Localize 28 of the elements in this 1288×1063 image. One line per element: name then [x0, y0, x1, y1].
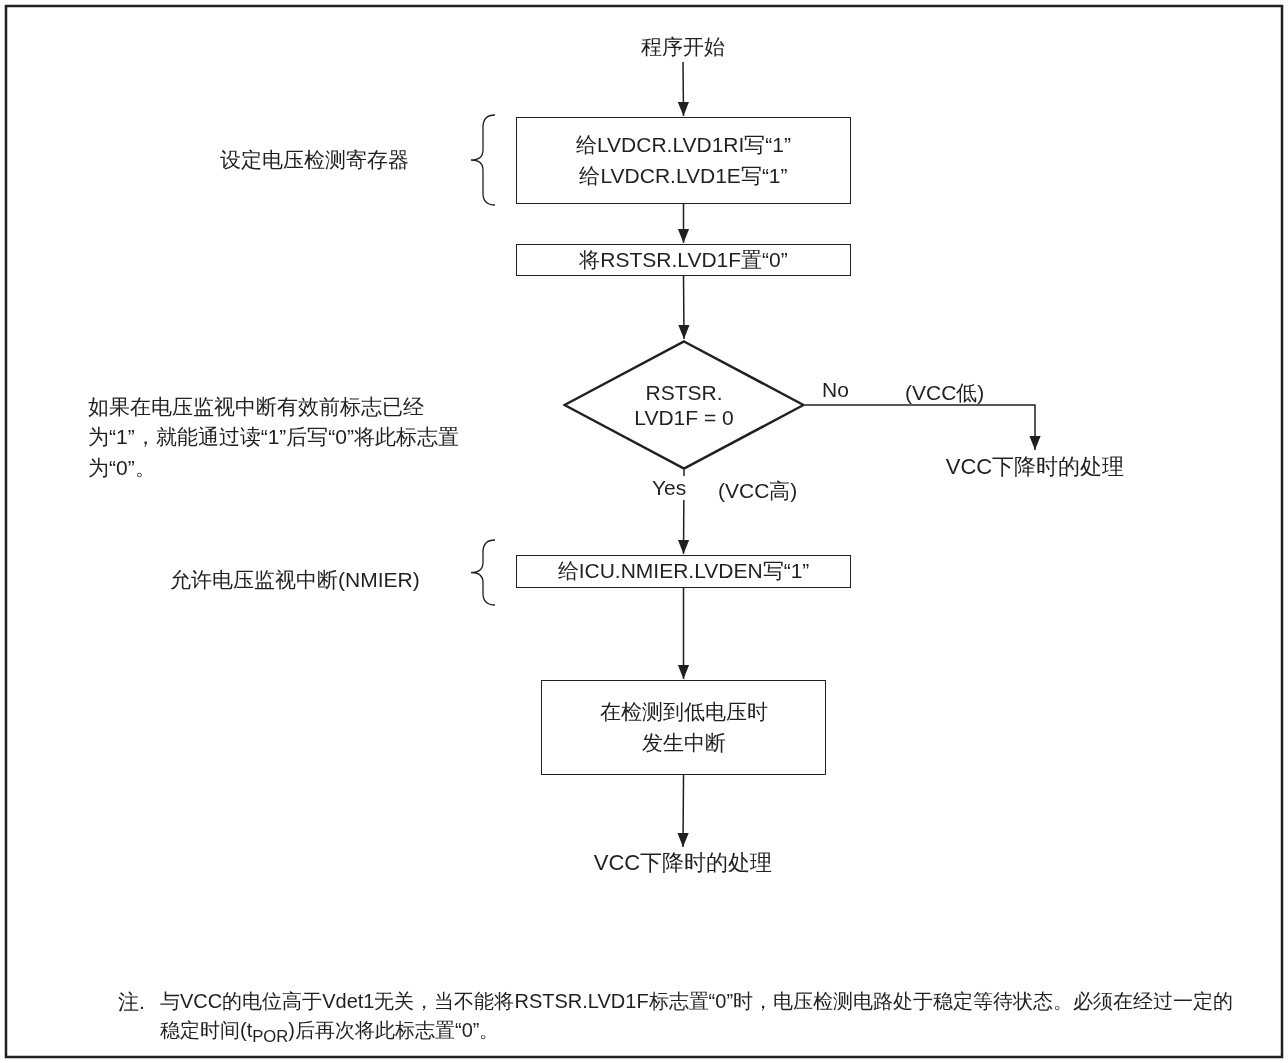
- note-marker: 注.: [118, 989, 145, 1015]
- terminal-label: VCC下降时的处理: [945, 453, 1125, 482]
- process-box: [516, 555, 851, 588]
- arrow: [677, 61, 689, 117]
- arrow: [804, 404, 1041, 451]
- edge-label: Yes: [652, 476, 687, 500]
- decision-diamond: [563, 340, 805, 470]
- box-text: 给ICU.NMIER.LVDEN写“1”: [557, 558, 810, 585]
- process-box: [516, 244, 851, 276]
- arrow: [677, 587, 690, 680]
- arrow: [677, 203, 690, 244]
- condition-label: (VCC低): [905, 380, 985, 406]
- side-note: 允许电压监视中断(NMIER): [170, 567, 420, 593]
- condition-label: (VCC高): [718, 478, 798, 504]
- terminal-label: 程序开始: [641, 33, 725, 60]
- process-box: [541, 680, 826, 775]
- arrow: [677, 774, 689, 848]
- box-text: 在检测到低电压时发生中断: [598, 699, 769, 756]
- box-text: 将RSTSR.LVD1F置“0”: [579, 246, 788, 273]
- process-box: [516, 117, 851, 204]
- side-note: 如果在电压监视中断有效前标志已经为“1”，就能通过读“1”后写“0”将此标志置为“0”。: [88, 394, 460, 481]
- box-text: 给LVDCR.LVD1E写“1”: [579, 162, 788, 189]
- box-text: RSTSR. LVD1F = 0: [633, 379, 735, 431]
- box-text: 给LVDCR.LVD1RI写“1”: [575, 132, 792, 159]
- arrow: [678, 275, 690, 340]
- note-text: 与VCC的电位高于Vdet1无关，当不能将RSTSR.LVD1F标志置“0”时，电压检测电路处于稳定等待状态。必须在经过一定的稳定时间(t$_{POR}$)后再次将此标志置“0”。: [160, 989, 1235, 1048]
- terminal-label: VCC下降时的处理: [593, 849, 773, 878]
- side-note: 设定电压检测寄存器: [220, 147, 409, 173]
